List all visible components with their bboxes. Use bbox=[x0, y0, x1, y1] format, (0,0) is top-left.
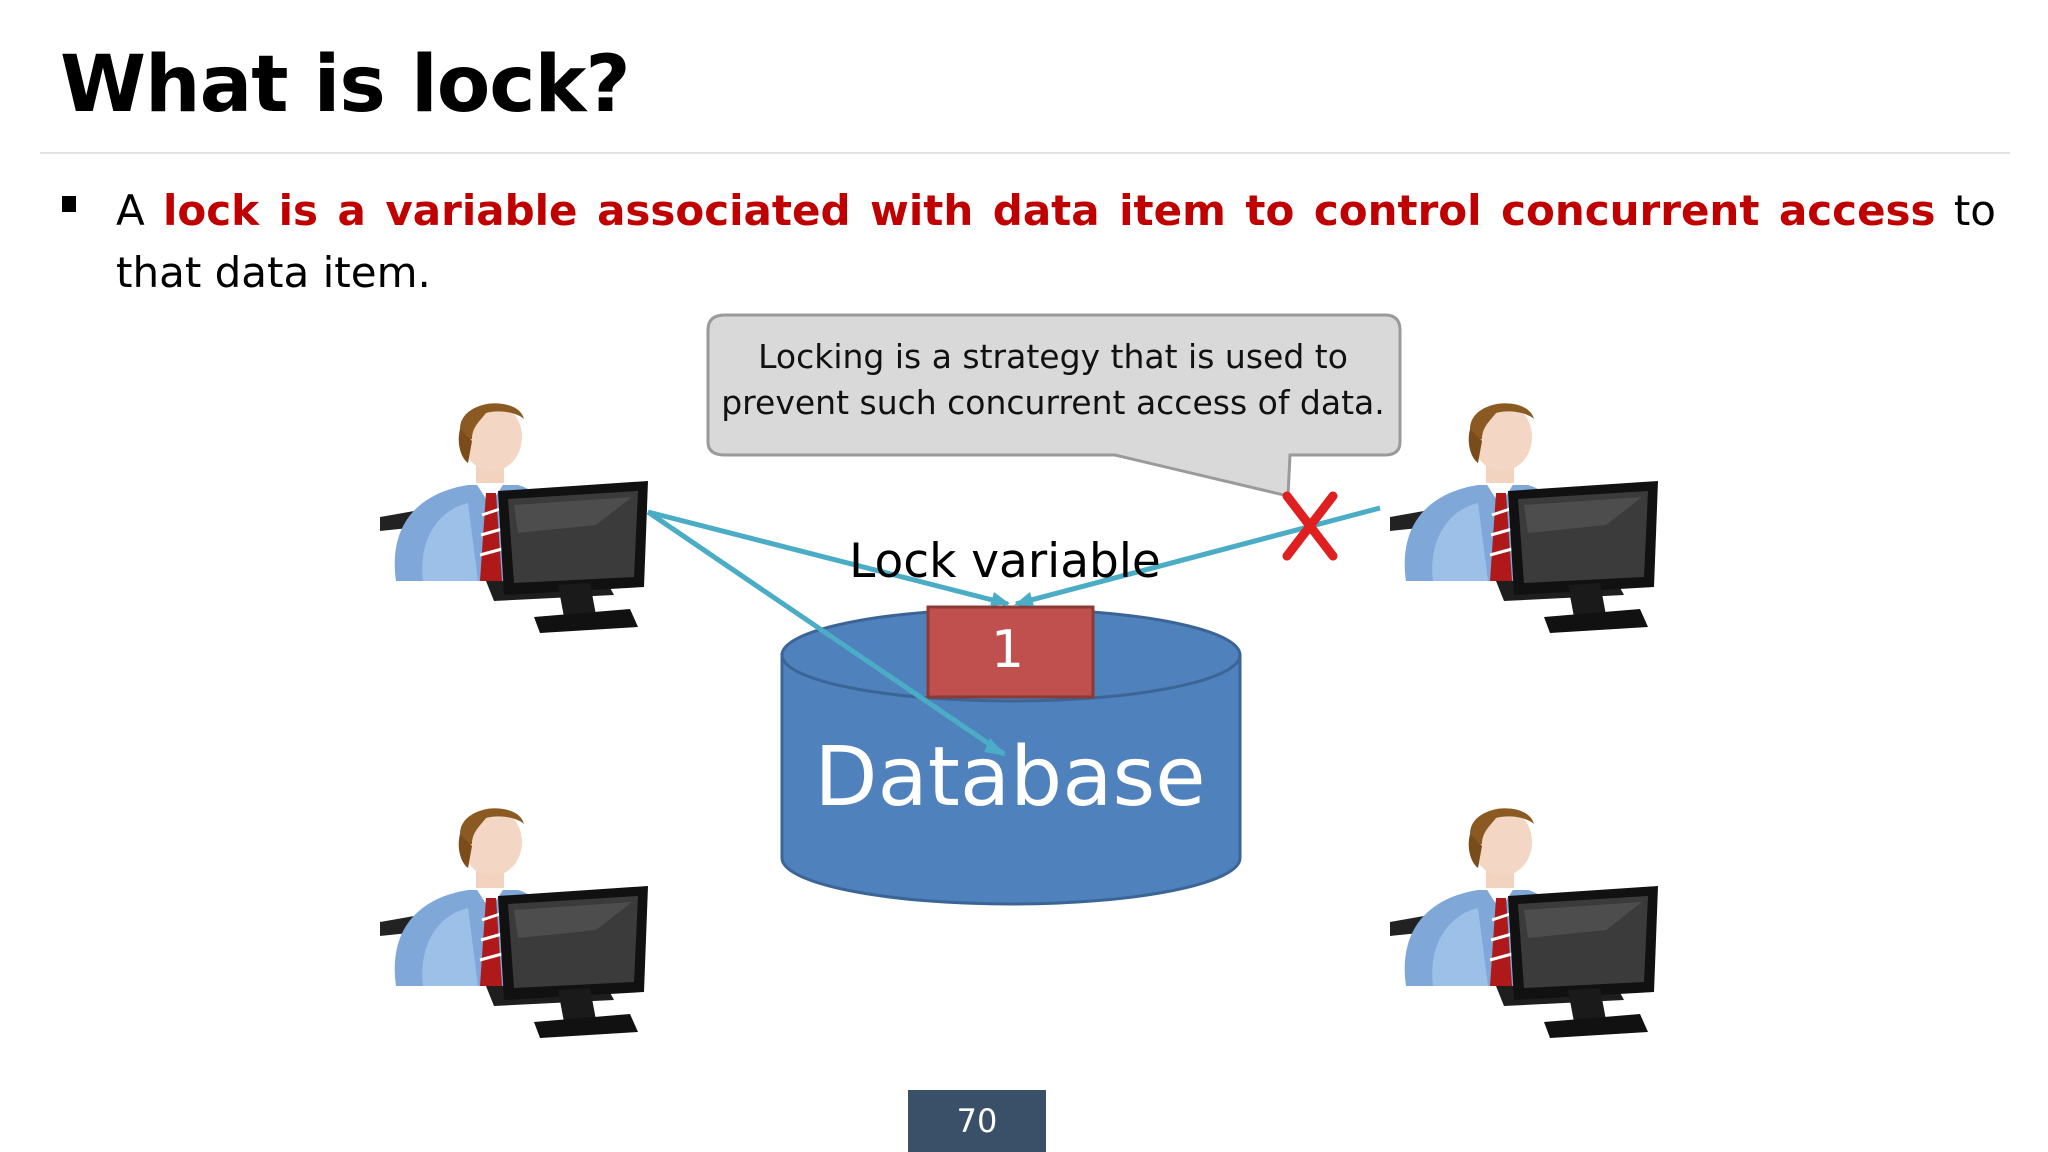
page-number: 70 bbox=[908, 1090, 1046, 1152]
user-top-left-icon bbox=[380, 403, 648, 633]
user-bottom-right-icon bbox=[1390, 808, 1658, 1038]
database-label: Database bbox=[780, 730, 1240, 825]
callout-text: Locking is a strategy that is used to pr… bbox=[710, 334, 1396, 426]
user-top-right-icon bbox=[1390, 403, 1658, 633]
callout-line-1: Locking is a strategy that is used to bbox=[710, 334, 1396, 380]
user-bottom-left-icon bbox=[380, 808, 648, 1038]
blocked-x-icon bbox=[1287, 496, 1333, 556]
lock-value: 1 bbox=[925, 620, 1090, 680]
lock-variable-label: Lock variable bbox=[840, 534, 1170, 589]
callout-line-2: prevent such concurrent access of data. bbox=[710, 380, 1396, 426]
